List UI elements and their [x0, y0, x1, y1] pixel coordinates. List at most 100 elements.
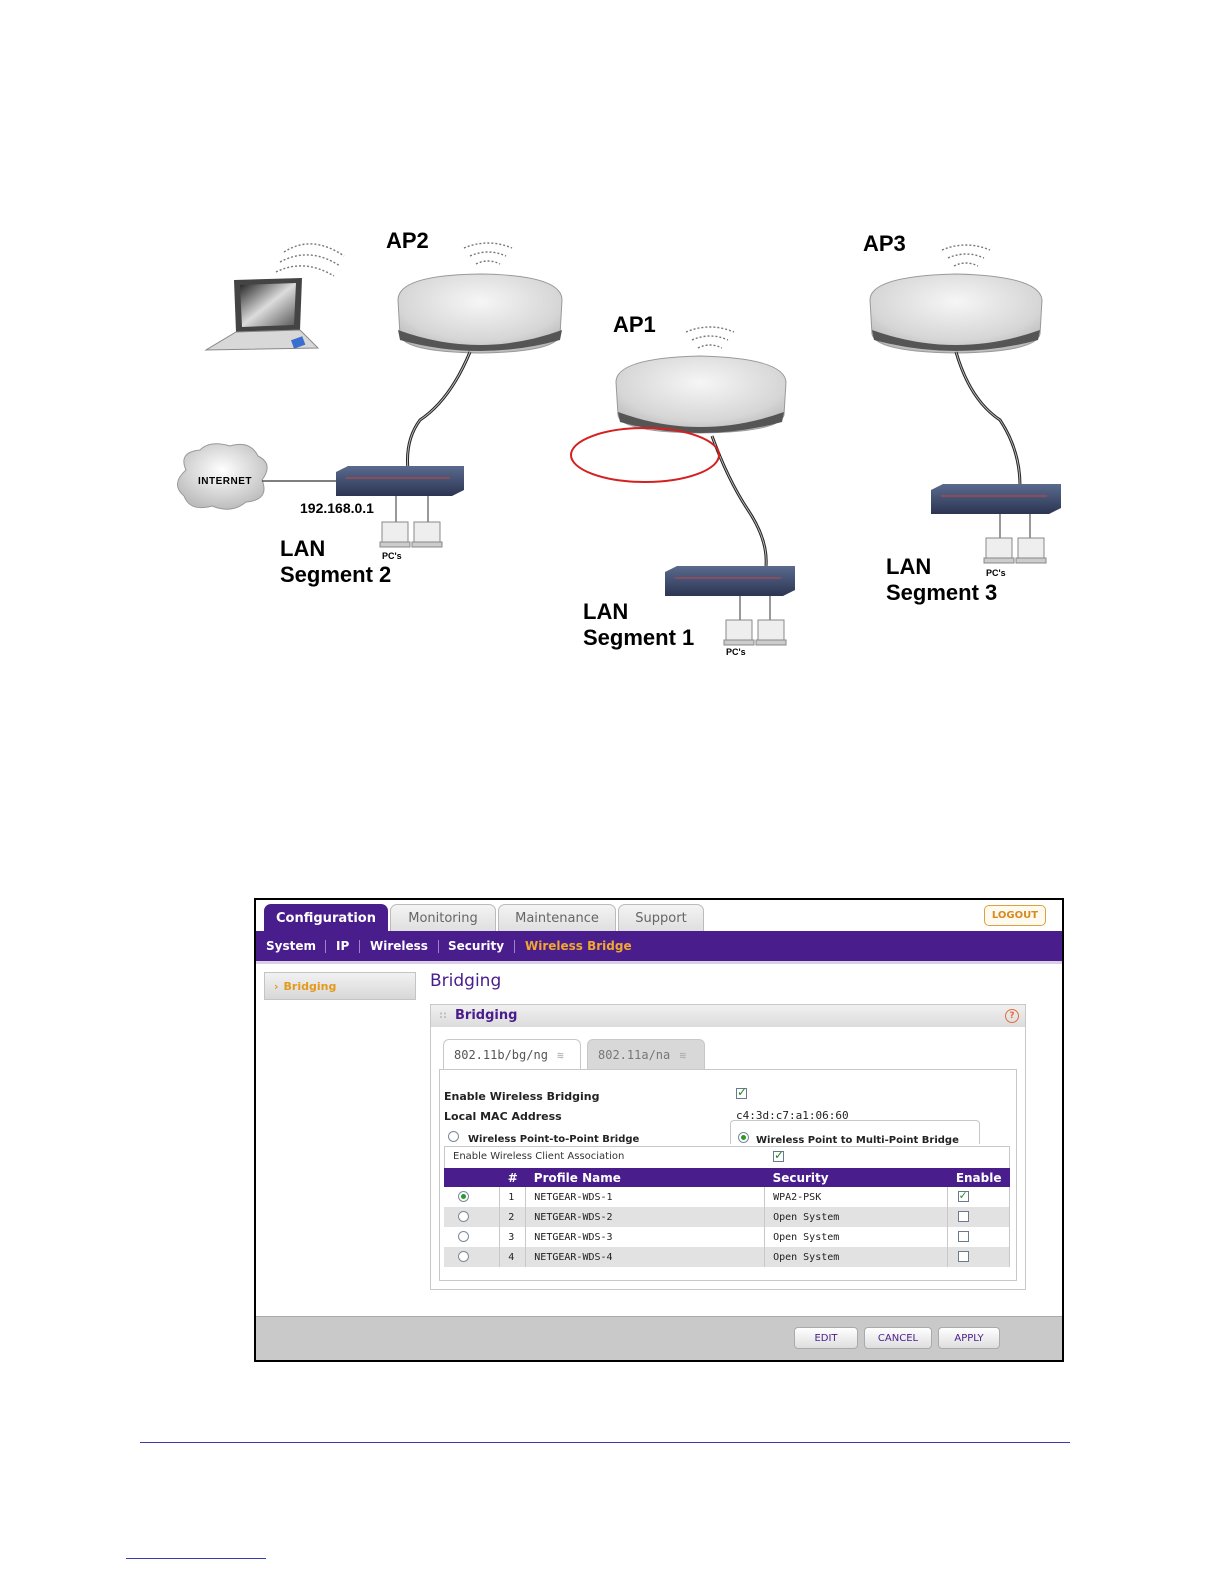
table-row: 4 NETGEAR-WDS-4 Open System: [444, 1247, 1010, 1267]
subnav-ip[interactable]: IP: [336, 939, 350, 953]
segment1-label: Segment 1: [583, 625, 694, 650]
switch-segment2: [336, 466, 464, 496]
help-icon[interactable]: ?: [1005, 1009, 1019, 1023]
ap3-device: [869, 273, 1043, 354]
client-association-label: Enable Wireless Client Association: [453, 1151, 625, 1162]
row-select-radio[interactable]: [458, 1251, 469, 1262]
drag-handle-icon: ::: [439, 1010, 447, 1021]
laptop-signal-icon: [275, 243, 345, 277]
row-profile-name: NETGEAR-WDS-1: [525, 1187, 766, 1207]
row-enable-checkbox[interactable]: [958, 1231, 970, 1242]
network-diagram: AP2 AP1 AP3 INTERNET 192.168.0.1: [177, 228, 1061, 657]
col-security: Security: [764, 1168, 948, 1187]
panel-header: :: Bridging ?: [431, 1005, 1025, 1027]
tab-configuration[interactable]: Configuration: [264, 904, 388, 932]
enable-bridging-checkbox[interactable]: [736, 1085, 747, 1099]
tab-maintenance[interactable]: Maintenance: [498, 904, 616, 932]
main-tab-bar: Configuration Monitoring Maintenance Sup…: [256, 900, 1062, 932]
internet-label: INTERNET: [198, 476, 252, 487]
table-row: 1 NETGEAR-WDS-1 WPA2-PSK: [444, 1187, 1010, 1207]
tab-radio-ana-label: 802.11a/na: [598, 1048, 671, 1062]
apply-button[interactable]: APPLY: [938, 1327, 1000, 1349]
tab-radio-bgn-label: 802.11b/bg/ng: [454, 1048, 548, 1062]
table-header-row: # Profile Name Security Enable: [444, 1168, 1010, 1187]
pcs-segment2-icon: [379, 496, 443, 548]
chevron-right-icon: ›: [274, 980, 279, 993]
row-profile-name: NETGEAR-WDS-4: [525, 1247, 766, 1267]
main-content: ›Bridging Bridging :: Bridging ? 802.11b…: [256, 961, 1062, 1319]
row-security: Open System: [764, 1207, 949, 1227]
subnav-wireless-bridge[interactable]: Wireless Bridge: [525, 939, 632, 953]
leftnav-bridging-label: Bridging: [283, 980, 337, 993]
row-profile-name: NETGEAR-WDS-3: [525, 1227, 766, 1247]
page-title: Bridging: [430, 971, 502, 991]
bridging-form: Enable Wireless Bridging Local MAC Addre…: [439, 1069, 1017, 1281]
bridging-config-window: Configuration Monitoring Maintenance Sup…: [254, 898, 1064, 1362]
tab-radio-bgn[interactable]: 802.11b/bg/ng ≋: [443, 1039, 581, 1069]
ap2-signal-icon: [463, 242, 513, 265]
ap3-signal-icon: [941, 244, 991, 267]
row-enable-checkbox[interactable]: [958, 1188, 970, 1202]
pcs-label-segment1: PC's: [726, 647, 746, 657]
switch-segment3: [931, 484, 1061, 514]
row-number: 4: [499, 1247, 527, 1267]
action-footer: EDIT CANCEL APPLY: [256, 1316, 1062, 1360]
ap2-label: AP2: [386, 228, 429, 253]
col-profile-name: Profile Name: [525, 1168, 765, 1187]
edit-button[interactable]: EDIT: [794, 1327, 858, 1349]
row-security: Open System: [764, 1227, 949, 1247]
row-number: 2: [499, 1207, 527, 1227]
table-row: 3 NETGEAR-WDS-3 Open System: [444, 1227, 1010, 1247]
ap1-signal-icon: [685, 326, 735, 349]
tab-monitoring[interactable]: Monitoring: [390, 904, 496, 932]
wds-profile-table: # Profile Name Security Enable 1 NETGEAR…: [444, 1168, 1010, 1267]
sub-navigation: System IP Wireless Security Wireless Bri…: [256, 931, 1062, 961]
page-footer-rule: [140, 1442, 1070, 1443]
subnav-system[interactable]: System: [266, 939, 316, 953]
p2p-bridge-radio[interactable]: [448, 1131, 459, 1142]
logout-button[interactable]: LOGOUT: [984, 905, 1046, 926]
p2p-bridge-label: Wireless Point-to-Point Bridge: [468, 1134, 640, 1145]
col-number: #: [499, 1168, 526, 1187]
row-select-radio[interactable]: [458, 1191, 469, 1202]
mac-address-label: Local MAC Address: [444, 1110, 562, 1123]
row-security: WPA2-PSK: [764, 1187, 949, 1207]
tab-support[interactable]: Support: [618, 904, 704, 932]
subnav-security[interactable]: Security: [448, 939, 505, 953]
table-row: 2 NETGEAR-WDS-2 Open System: [444, 1207, 1010, 1227]
row-number: 3: [499, 1227, 527, 1247]
ap2-device: [397, 273, 563, 354]
lan-label-segment3: LAN: [886, 554, 931, 579]
internet-cloud-icon: [177, 443, 268, 510]
pcs-segment3-icon: [983, 514, 1047, 564]
panel-title: Bridging: [455, 1008, 518, 1023]
ap1-device: [615, 355, 787, 434]
row-enable-checkbox[interactable]: [958, 1251, 970, 1262]
row-number: 1: [499, 1187, 527, 1207]
p2mp-bridge-tab[interactable]: [730, 1120, 980, 1144]
page-footer-short-rule: [126, 1558, 266, 1559]
switch-segment1: [665, 566, 795, 596]
col-enable: Enable: [947, 1168, 1010, 1187]
leftnav-bridging[interactable]: › Bridging: [264, 972, 416, 1000]
client-association-checkbox[interactable]: [773, 1148, 784, 1162]
segment3-label: Segment 3: [886, 580, 997, 605]
col-select: [444, 1168, 500, 1187]
row-select-radio[interactable]: [458, 1231, 469, 1242]
highlight-ellipse: [570, 427, 720, 483]
row-enable-checkbox[interactable]: [958, 1211, 970, 1222]
row-profile-name: NETGEAR-WDS-2: [525, 1207, 766, 1227]
cancel-button[interactable]: CANCEL: [864, 1327, 932, 1349]
bridging-panel: :: Bridging ? 802.11b/bg/ng ≋ 802.11a/na…: [430, 1004, 1026, 1290]
subnav-wireless[interactable]: Wireless: [370, 939, 428, 953]
row-select-radio[interactable]: [458, 1211, 469, 1222]
p2mp-bridge-radio[interactable]: [738, 1132, 749, 1143]
lan-label-segment1: LAN: [583, 599, 628, 624]
lan-label-segment2: LAN: [280, 536, 325, 561]
pcs-label-segment2: PC's: [382, 551, 402, 561]
ap3-label: AP3: [863, 231, 906, 256]
tab-radio-ana[interactable]: 802.11a/na ≋: [587, 1039, 705, 1069]
wifi-icon: ≋: [679, 1049, 687, 1062]
ap1-label: AP1: [613, 312, 656, 337]
mac-address-value: c4:3d:c7:a1:06:60: [736, 1109, 849, 1122]
